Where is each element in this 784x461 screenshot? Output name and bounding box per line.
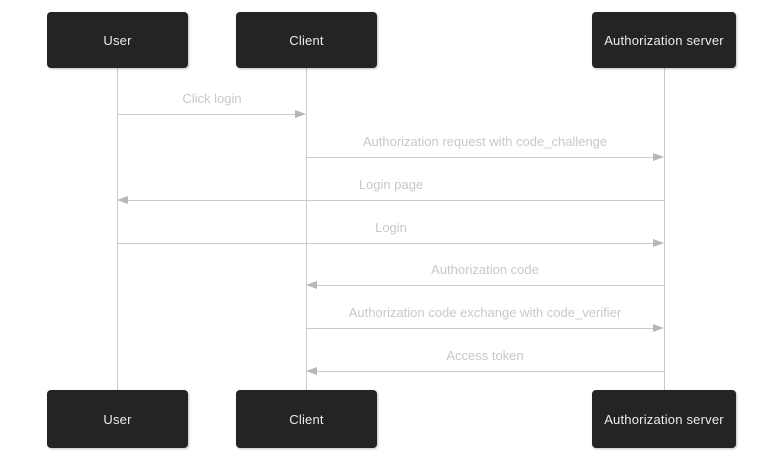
actor-user-label: User: [103, 32, 132, 48]
actor-authorization-server-label: Authorization server: [604, 32, 724, 48]
message-label: Authorization code exchange with code_ve…: [348, 305, 622, 320]
message-label: Access token: [446, 348, 524, 363]
arrowhead-left-icon: [117, 196, 128, 204]
lifeline-user: [117, 68, 118, 390]
lifeline-authorization-server: [664, 68, 665, 390]
arrowhead-right-icon: [653, 324, 664, 332]
arrowhead-left-icon: [306, 367, 317, 375]
arrowhead-right-icon: [295, 110, 306, 118]
arrowhead-right-icon: [653, 239, 664, 247]
message-line: [306, 157, 653, 158]
message-label: Click login: [182, 91, 242, 106]
message-label: Authorization request with code_challeng…: [362, 134, 608, 149]
message-label: Login page: [358, 177, 424, 192]
message-line: [317, 371, 664, 372]
arrowhead-left-icon: [306, 281, 317, 289]
message-label: Authorization code: [431, 262, 539, 277]
actor-client-bottom: Client: [236, 390, 377, 448]
actor-authorization-server-top: Authorization server: [592, 12, 736, 68]
message-line: [118, 114, 295, 115]
message-line: [306, 328, 653, 329]
actor-client-label: Client: [289, 32, 324, 48]
arrowhead-right-icon: [653, 153, 664, 161]
actor-user-label: User: [103, 411, 132, 427]
actor-client-label: Client: [289, 411, 324, 427]
message-line: [128, 200, 664, 201]
lifeline-client: [306, 68, 307, 390]
message-line: [317, 285, 664, 286]
actor-authorization-server-label: Authorization server: [604, 411, 724, 427]
message-line: [118, 243, 653, 244]
actor-authorization-server-bottom: Authorization server: [592, 390, 736, 448]
actor-user-bottom: User: [47, 390, 188, 448]
actor-client-top: Client: [236, 12, 377, 68]
message-label: Login: [375, 220, 407, 235]
actor-user-top: User: [47, 12, 188, 68]
